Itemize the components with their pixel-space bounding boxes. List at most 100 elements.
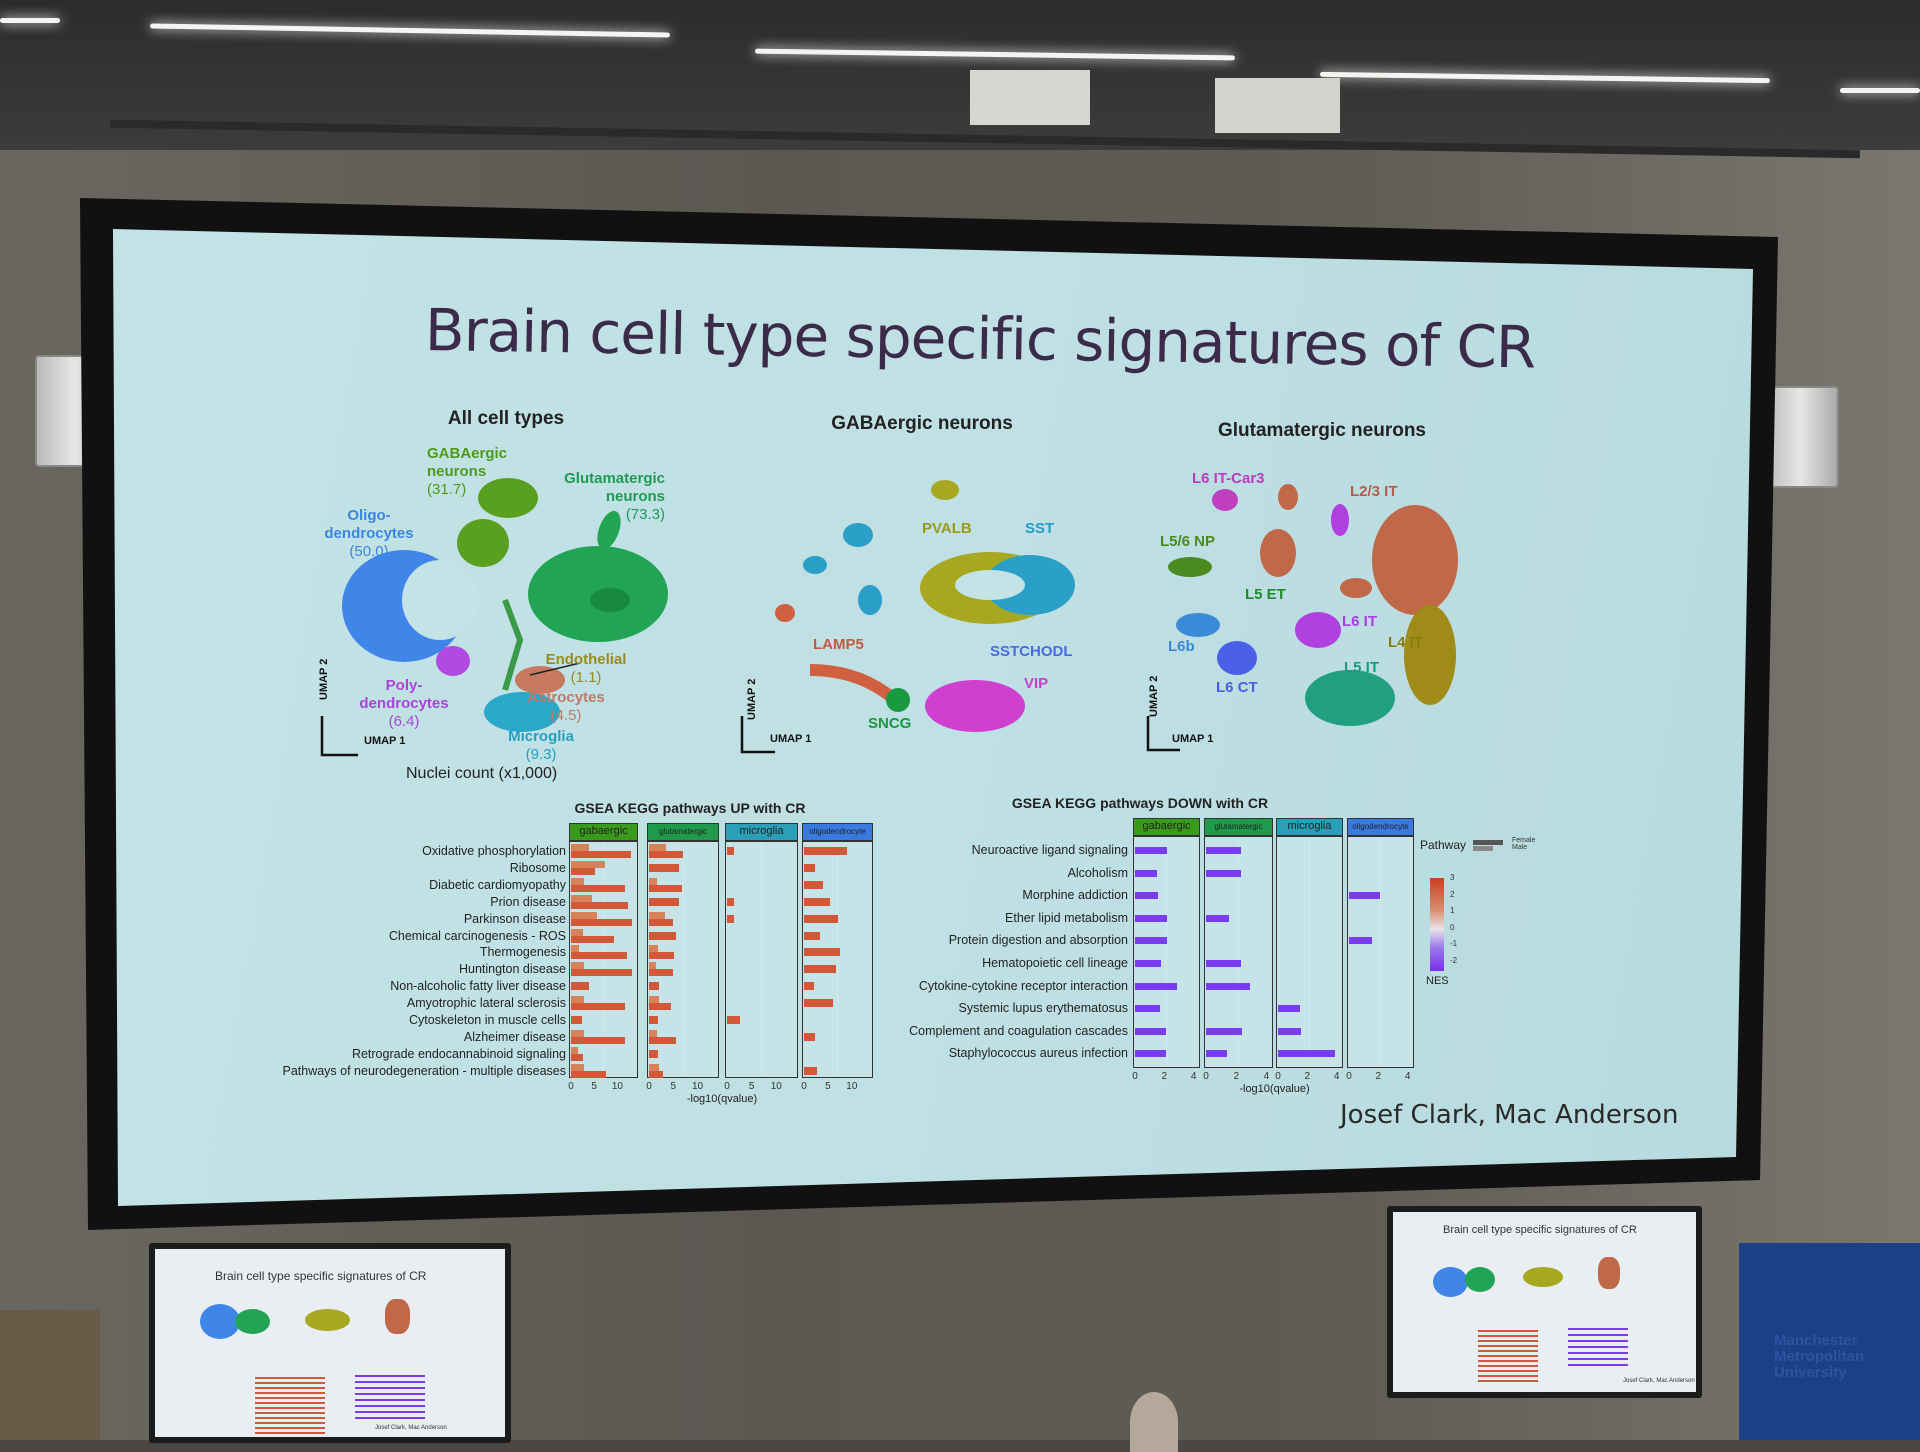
bar-oligodendrocyte bbox=[804, 1032, 816, 1041]
umap-label-name: L2/3 IT bbox=[1350, 483, 1398, 500]
bar-glutamatergic bbox=[649, 1029, 658, 1037]
umap-gabaergic-neurons bbox=[740, 480, 1075, 754]
bar-oligodendrocyte bbox=[804, 982, 814, 991]
bar-glutamatergic bbox=[649, 851, 683, 858]
bar-oligodendrocyte bbox=[804, 914, 839, 923]
bar-gabaergic bbox=[571, 935, 615, 943]
umap-label-name: Endothelial bbox=[545, 651, 627, 668]
bar-glutamatergic bbox=[649, 931, 676, 940]
pathway-label: Oxidative phosphorylation bbox=[422, 844, 566, 858]
bar-gabaergic bbox=[1135, 892, 1159, 900]
bar-microglia bbox=[727, 897, 735, 906]
nes-tick: -2 bbox=[1450, 955, 1458, 965]
x-tick-label: 10 bbox=[692, 1081, 704, 1092]
author-credit: Josef Clark, Mac Anderson bbox=[1340, 1100, 1679, 1130]
x-tick-label: 0 bbox=[1346, 1071, 1352, 1082]
bar-gabaergic bbox=[571, 1029, 585, 1037]
pathway-label: Non-alcoholic fatty liver disease bbox=[390, 979, 566, 994]
umap-label-name: Glutamatergic bbox=[564, 470, 665, 487]
bar-oligodendrocyte bbox=[1349, 892, 1380, 900]
umap-label-sst: SST bbox=[1025, 520, 1054, 538]
bar-gabaergic bbox=[1135, 982, 1178, 990]
bar-glutamatergic bbox=[1206, 869, 1241, 877]
facet-panel-microglia bbox=[725, 841, 798, 1078]
legend-female-swatch bbox=[1473, 840, 1503, 845]
pathway-label: Huntington disease bbox=[458, 962, 566, 977]
bar-glutamatergic bbox=[649, 863, 680, 872]
nes-tick: 3 bbox=[1450, 873, 1455, 882]
bar-gabaergic bbox=[571, 962, 585, 970]
nes-label: NES bbox=[1426, 975, 1449, 987]
bar-glutamatergic bbox=[649, 844, 666, 851]
umap2-label: UMAP 2 bbox=[746, 678, 758, 720]
umap-label-l6-ct: L6 CT bbox=[1216, 679, 1258, 697]
pathway-label: Ether lipid metabolism bbox=[1005, 910, 1128, 925]
monitor-author: Josef Clark, Mac Anderson bbox=[375, 1425, 447, 1431]
bar-chart-title: GSEA KEGG pathways UP with CR bbox=[574, 800, 806, 816]
umap-label-name: L5/6 NP bbox=[1160, 533, 1216, 550]
pathway-label: Systemic lupus erythematosus bbox=[958, 1001, 1128, 1016]
x-tick-label: 0 bbox=[646, 1081, 652, 1092]
umap-label-poly-: Poly-dendrocytes(6.4) bbox=[359, 677, 448, 731]
bar-gabaergic bbox=[571, 901, 628, 909]
pathway-label: Pathways of neurodegeneration - multiple… bbox=[282, 1063, 566, 1078]
bar-microglia bbox=[727, 914, 735, 923]
bar-glutamatergic bbox=[1206, 982, 1250, 990]
presenter-head bbox=[1130, 1392, 1178, 1452]
poster bbox=[0, 1310, 100, 1440]
umap-glutamatergic-neurons bbox=[1146, 484, 1458, 752]
pathway-label: Diabetic cardiomyopathy bbox=[429, 877, 566, 892]
bar-glutamatergic bbox=[649, 1036, 677, 1044]
projector-box bbox=[970, 70, 1090, 125]
bar-glutamatergic bbox=[649, 918, 674, 926]
panel-title-glut: Glutamatergic neurons bbox=[1218, 420, 1426, 441]
bar-microglia bbox=[1278, 1005, 1300, 1013]
umap-label-l4-it: L4 IT bbox=[1388, 634, 1423, 652]
umap-label-name: Microglia bbox=[508, 728, 574, 745]
x-tick-label: 0 bbox=[568, 1081, 574, 1092]
umap-label-count: (6.4) bbox=[388, 713, 420, 730]
umap-label-l5-it: L5 IT bbox=[1344, 659, 1379, 677]
bar-gabaergic bbox=[571, 1036, 626, 1044]
pathway-label: Complement and coagulation cascades bbox=[909, 1023, 1128, 1038]
cluster-l56-np bbox=[1168, 557, 1212, 577]
umap-axis-arrows bbox=[320, 716, 358, 757]
cluster-l5-it bbox=[1305, 670, 1395, 726]
umap-label-name: LAMP5 bbox=[813, 636, 864, 653]
x-tick-label: 0 bbox=[1203, 1071, 1209, 1082]
legend-item: Female bbox=[1512, 837, 1536, 844]
umap-label-count: (50.0) bbox=[349, 543, 389, 560]
nes-tick: 0 bbox=[1450, 922, 1455, 932]
cluster-polydendrocytes bbox=[436, 646, 470, 676]
umap-label-name: L6b bbox=[1168, 638, 1195, 655]
umap-label-name: L6 CT bbox=[1216, 679, 1258, 696]
bar-oligodendrocyte bbox=[804, 999, 833, 1008]
x-tick-label: 0 bbox=[801, 1081, 807, 1092]
bar-gabaergic bbox=[571, 1046, 578, 1054]
pathway-label: Protein digestion and absorption bbox=[948, 933, 1128, 948]
bar-gabaergic bbox=[571, 860, 605, 868]
pathway-label: Amyotrophic lateral sclerosis bbox=[406, 996, 566, 1011]
bar-gabaergic bbox=[571, 982, 590, 991]
x-tick-label: 2 bbox=[1161, 1071, 1168, 1082]
pathway-label: Alcoholism bbox=[1067, 865, 1128, 880]
bar-oligodendrocyte bbox=[804, 931, 821, 940]
bar-microglia bbox=[727, 1016, 741, 1024]
pathway-label: Morphine addiction bbox=[1022, 888, 1128, 903]
umap-label-name: L5 ET bbox=[1245, 586, 1286, 603]
bar-oligodendrocyte bbox=[804, 965, 837, 974]
umap-all-cell-types bbox=[320, 478, 668, 757]
facet-panel-oligodendrocyte bbox=[802, 841, 873, 1078]
pathway-label: Staphylococcus aureus infection bbox=[948, 1046, 1128, 1061]
nes-colorbar bbox=[1430, 878, 1444, 971]
cluster-l6b bbox=[1176, 613, 1220, 637]
pathway-label: Hematopoietic cell lineage bbox=[982, 956, 1128, 970]
cluster-l4-it bbox=[1404, 605, 1456, 705]
facet-strip-oligodendrocyte: oligodendrocyte bbox=[1347, 818, 1414, 836]
nes-tick: 2 bbox=[1450, 889, 1455, 899]
bar-gabaergic bbox=[571, 928, 584, 936]
bar-gabaergic bbox=[571, 918, 633, 926]
pathway-label: Neuroactive ligand signaling bbox=[971, 843, 1128, 857]
bar-gabaergic bbox=[1135, 960, 1162, 967]
